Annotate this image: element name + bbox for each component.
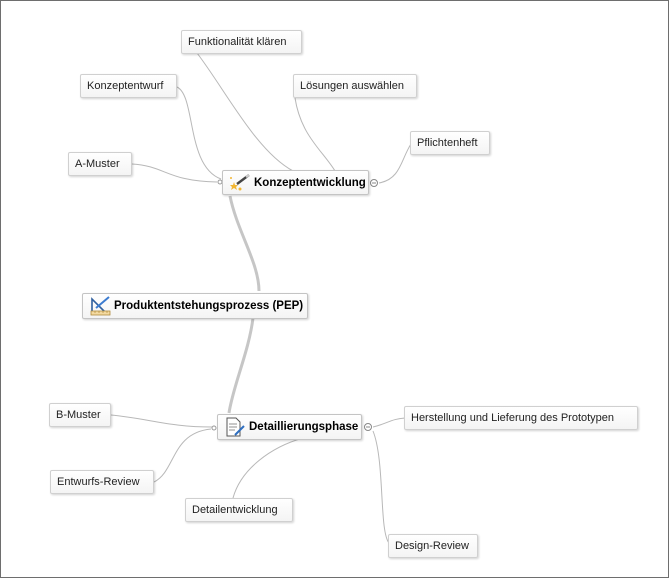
set-square-ruler-icon [90, 296, 111, 316]
trunk-link-detail [227, 317, 255, 414]
link-a-muster [131, 163, 218, 183]
subtopic-entwurfs-review[interactable]: Entwurfs-Review [50, 470, 154, 494]
subtopic-design-review[interactable]: Design-Review [388, 534, 478, 558]
subtopic-detailentwicklung[interactable]: Detailentwicklung [185, 498, 293, 522]
link-loesungen [294, 97, 336, 172]
link-entwurfs-review [153, 428, 212, 483]
subtopic-herstellung-lieferung-prototyp[interactable]: Herstellung und Lieferung des Prototypen [404, 406, 638, 430]
subtopic-loesungen-auswaehlen[interactable]: Lösungen auswählen [293, 74, 417, 98]
subtopic-konzeptentwurf[interactable]: Konzeptentwurf [80, 74, 177, 98]
connector-dot-detail-left [211, 425, 217, 431]
trunk-link-konzept [228, 195, 261, 292]
topic-detaillierungsphase[interactable]: Detaillierungsphase [217, 414, 362, 440]
link-pflichtenheft [378, 143, 412, 184]
link-konzeptentwurf [176, 86, 222, 180]
magic-wand-icon [230, 173, 250, 190]
link-herstellung [372, 417, 406, 428]
link-design-review [372, 430, 390, 544]
topic-konzeptentwicklung[interactable]: Konzeptentwicklung [222, 170, 369, 195]
document-pen-icon [226, 417, 245, 437]
link-b-muster [110, 414, 214, 428]
subtopic-a-muster[interactable]: A-Muster [68, 152, 132, 176]
topic-detaillierungsphase-label: Detaillierungsphase [249, 421, 359, 433]
link-funktionalitaet [196, 52, 294, 172]
subtopic-pflichtenheft[interactable]: Pflichtenheft [410, 131, 490, 155]
subtopic-funktionalitaet-klaeren[interactable]: Funktionalität klären [181, 30, 302, 54]
link-detailentwicklung [232, 437, 304, 499]
root-topic-label: Produktentstehungsprozess (PEP) [114, 300, 304, 312]
topic-konzeptentwicklung-label: Konzeptentwicklung [254, 176, 366, 189]
root-topic-pep[interactable]: Produktentstehungsprozess (PEP) [82, 293, 308, 319]
subtopic-b-muster[interactable]: B-Muster [49, 403, 111, 427]
